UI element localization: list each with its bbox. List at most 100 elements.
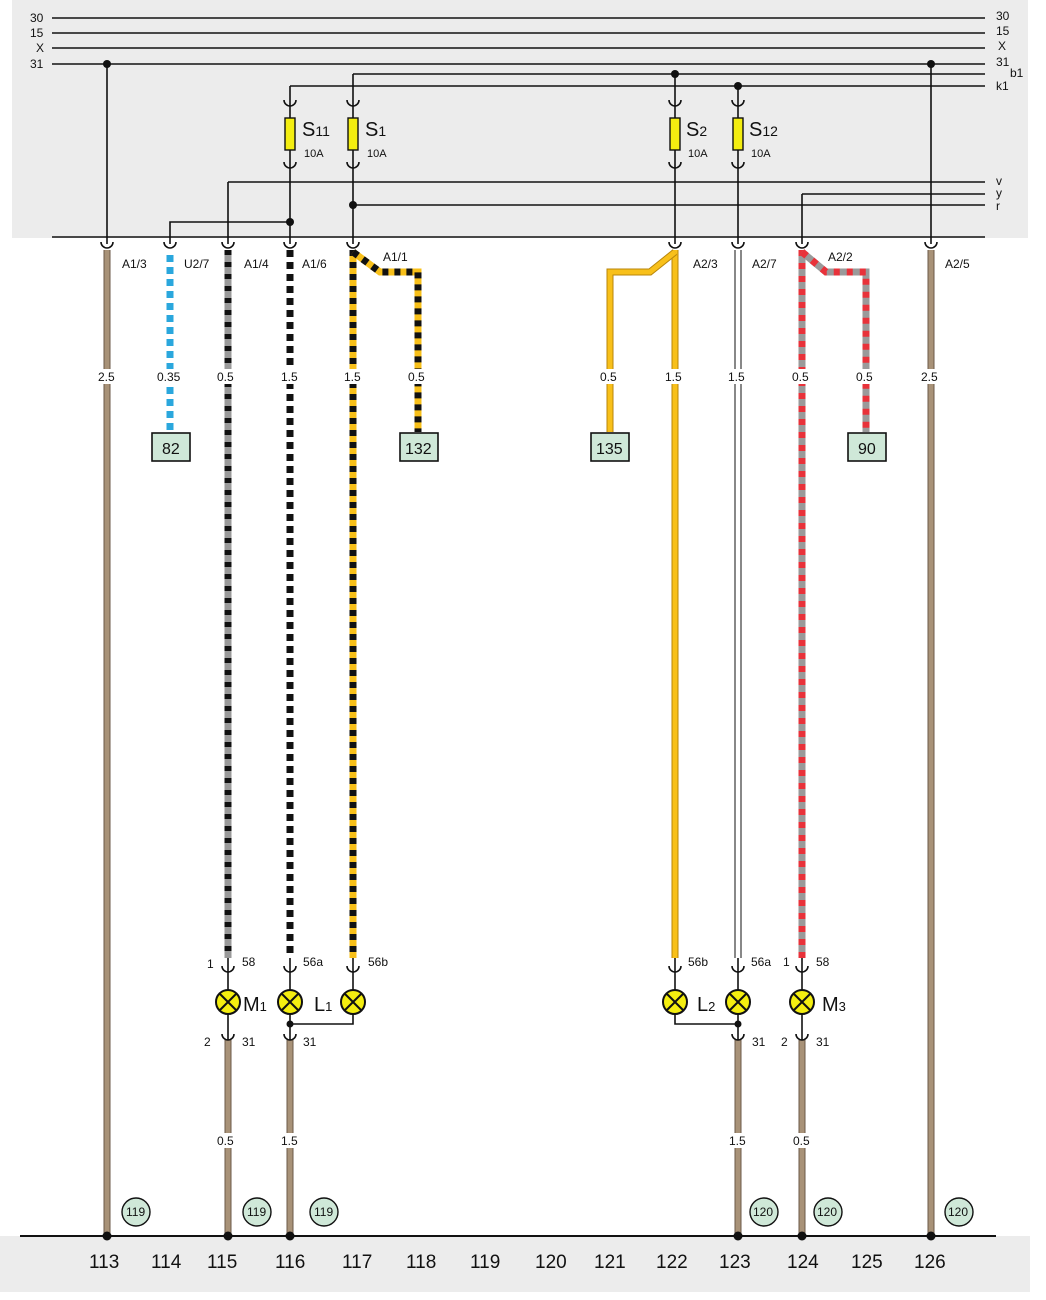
pin-m1-top-num: 1 [207, 957, 214, 971]
lower-size-124: 0.5 [793, 1134, 810, 1148]
footer-number: 113 [89, 1252, 119, 1273]
bus-label-v: v [996, 174, 1002, 188]
fuse-s2-name: S2 [686, 119, 707, 141]
ref-box-135-label: 135 [596, 441, 623, 458]
pin-m3-top-num: 1 [783, 955, 790, 969]
lamp-m3 [789, 989, 815, 1015]
bus-label-y: y [996, 186, 1002, 200]
footer-number: 117 [342, 1252, 372, 1273]
colored-wires [103, 249, 935, 1236]
ground-ref-label: 120 [948, 1205, 968, 1219]
wire-size-126: 2.5 [921, 370, 938, 384]
bus-label-left-15: 15 [30, 26, 44, 40]
connector-a2-3: A2/3 [693, 257, 718, 271]
connector-u2-7: U2/7 [184, 257, 210, 271]
pin-l1-a: 56a [303, 955, 323, 969]
wire-size-115: 0.5 [217, 370, 234, 384]
wire-size-113: 2.5 [98, 370, 115, 384]
wire-size-122: 1.5 [665, 370, 682, 384]
lamp-l1-b [340, 989, 366, 1015]
ground-ref-circle [242, 1197, 272, 1227]
lamp-l2-label: L2 [697, 994, 715, 1016]
fuse-s2: S2 10A [668, 99, 708, 169]
wire-size-117b: 0.5 [408, 370, 425, 384]
lower-size-115: 0.5 [217, 1134, 234, 1148]
fuse-s1: S1 10A [346, 99, 387, 169]
lamp-l1-a [277, 989, 303, 1015]
fuse-s11-name: S11 [302, 119, 330, 141]
lamp-m1 [215, 989, 241, 1015]
bus-label-right-31: 31 [996, 55, 1010, 69]
connector-a1-4: A1/4 [244, 257, 269, 271]
bus-label-left-x: X [36, 41, 44, 55]
ground-dots [102, 1231, 936, 1241]
footer-number: 123 [719, 1252, 751, 1273]
lamp-l1-label: L1 [314, 994, 332, 1016]
footer-number: 118 [406, 1252, 436, 1273]
wire-size-123: 1.5 [728, 370, 745, 384]
fuse-s11: S11 10A [283, 99, 330, 169]
connector-a2-7: A2/7 [752, 257, 777, 271]
wire-size-125: 0.5 [856, 370, 873, 384]
ground-ref-label: 119 [314, 1205, 333, 1219]
fuse-s1-name: S1 [365, 119, 386, 141]
fuse-s2-rating: 10A [688, 148, 708, 160]
bus-label-right-15: 15 [996, 24, 1010, 38]
lamp-connections [227, 958, 803, 1040]
pin-m3-top: 58 [816, 955, 830, 969]
bus-label-left-30: 30 [30, 11, 44, 25]
ground-ref-label: 119 [247, 1205, 266, 1219]
connector-a2-5: A2/5 [945, 257, 970, 271]
pin-m3-bot-num: 2 [781, 1035, 788, 1049]
wire-size-114: 0.35 [157, 370, 181, 384]
footer-number: 114 [151, 1252, 182, 1273]
fuse-s12-name: S12 [749, 119, 778, 141]
ref-box-82 [151, 432, 191, 462]
bus-label-right-b1: b1 [1010, 66, 1024, 80]
footer-column-numbers: 113 114 115 116 117 118 119 120 121 122 … [89, 1252, 946, 1273]
footer-number: 116 [275, 1252, 305, 1273]
pin-m3-bot: 31 [816, 1035, 830, 1049]
ref-box-82-label: 82 [162, 441, 180, 458]
lamp-m3-label: M3 [822, 994, 846, 1016]
top-panel-background [12, 0, 1028, 238]
pin-l2-a: 56a [751, 955, 771, 969]
bus-lines [52, 17, 985, 238]
pin-l2-b: 56b [688, 955, 708, 969]
ground-ref-label: 120 [817, 1205, 837, 1219]
pin-m1-bot-num: 2 [204, 1035, 211, 1049]
connector-a2-2: A2/2 [828, 250, 853, 264]
lamp-labels: M1 L1 L2 M3 1 58 2 31 56a 56b 31 56b 56a… [204, 955, 846, 1049]
ref-box-132-label: 132 [405, 441, 432, 458]
ref-box-90 [847, 432, 887, 462]
lamp-cups [221, 965, 809, 1041]
footer-number: 126 [914, 1252, 946, 1273]
footer-number: 115 [207, 1252, 237, 1273]
footer-number: 122 [656, 1252, 688, 1273]
ground-ref-label: 120 [753, 1205, 773, 1219]
fuse-s12: S12 10A [731, 99, 778, 169]
footer-number: 121 [594, 1252, 626, 1273]
fuse-s12-rating: 10A [751, 148, 771, 160]
lamp-m1-label: M1 [243, 994, 267, 1016]
pin-m1-top: 58 [242, 955, 256, 969]
pin-l1-b: 56b [368, 955, 388, 969]
ground-references: 119 119 119 120 120 120 [121, 1197, 974, 1227]
fuse-s1-rating: 10A [367, 148, 387, 160]
footer-number: 125 [851, 1252, 883, 1273]
ref-box-135 [590, 432, 630, 462]
wire-size-117: 1.5 [344, 370, 361, 384]
connector-a1-3: A1/3 [122, 257, 147, 271]
bus-label-right-k1: k1 [996, 79, 1009, 93]
upper-wiring [106, 64, 932, 244]
pin-m1-bot: 31 [242, 1035, 256, 1049]
ground-ref-circle [944, 1197, 974, 1227]
connector-labels: A1/3 U2/7 A1/4 A1/6 A1/1 A2/3 A2/7 A2/2 … [122, 250, 970, 271]
ground-ref-label: 119 [126, 1205, 145, 1219]
footer-background [0, 1236, 1030, 1292]
connector-a1-1: A1/1 [383, 250, 408, 264]
junction-dots [103, 60, 935, 226]
lamp-l2-b [662, 989, 688, 1015]
wire-size-121: 0.5 [600, 370, 617, 384]
